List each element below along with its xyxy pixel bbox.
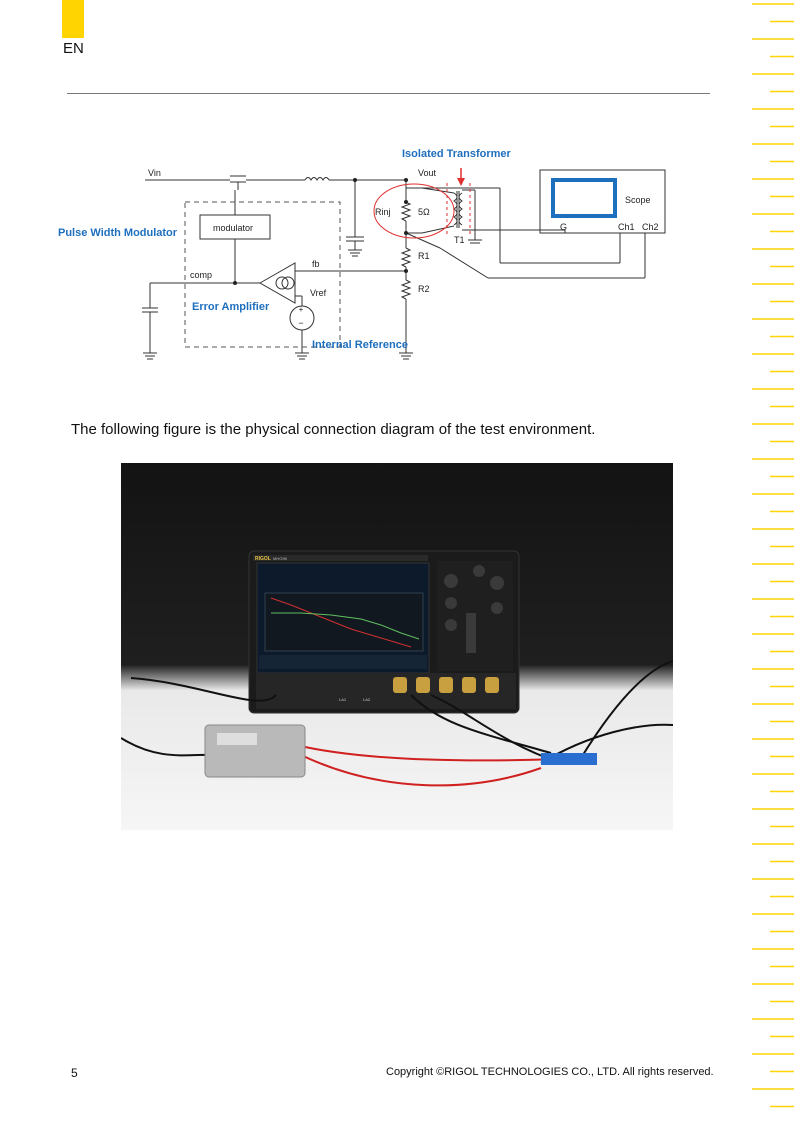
r2-label: R2 [418,284,430,294]
comp-label: comp [190,270,212,280]
page-number: 5 [71,1066,78,1080]
t1-label: T1 [454,235,465,245]
scope-brand: RIGOL [255,556,271,562]
pulse-width-modulator-label: Pulse Width Modulator [58,227,178,239]
side-stripes [752,3,794,1108]
la2-port-label: LA2 [363,697,371,702]
scope-ch2-label: Ch2 [642,222,659,232]
scope-model: MHO98 [273,556,288,561]
error-amplifier-label: Error Amplifier [192,301,270,313]
vin-label: Vin [148,168,161,178]
chapter-tab [62,0,84,38]
circuit-schematic: Isolated Transformer Pulse Width Modulat… [58,148,666,360]
vout-label: Vout [418,168,437,178]
vref-label: Vref [310,288,327,298]
internal-reference-label: Internal Reference [312,339,408,351]
la1-port-label: LA1 [339,697,347,702]
five-ohm-label: 5Ω [418,207,430,217]
vref-minus-sign: − [298,318,303,328]
copyright-notice: Copyright ©RIGOL TECHNOLOGIES CO., LTD. … [386,1066,714,1078]
isolated-transformer-label: Isolated Transformer [402,148,512,160]
language-label: EN [63,40,84,57]
scope-ch1-label: Ch1 [618,222,635,232]
fb-label: fb [312,259,320,269]
scope-label: Scope [625,195,651,205]
figure-caption: The following figure is the physical con… [71,421,596,438]
r1-label: R1 [418,251,430,261]
header-rule [67,93,710,94]
test-environment-photo: RIGOL MHO98 LA1 LA2 [121,463,673,830]
modulator-label: modulator [213,223,253,233]
vref-plus-sign: + [299,305,304,314]
scope-g-label: G [560,222,567,232]
rinj-label: Rinj [375,207,391,217]
